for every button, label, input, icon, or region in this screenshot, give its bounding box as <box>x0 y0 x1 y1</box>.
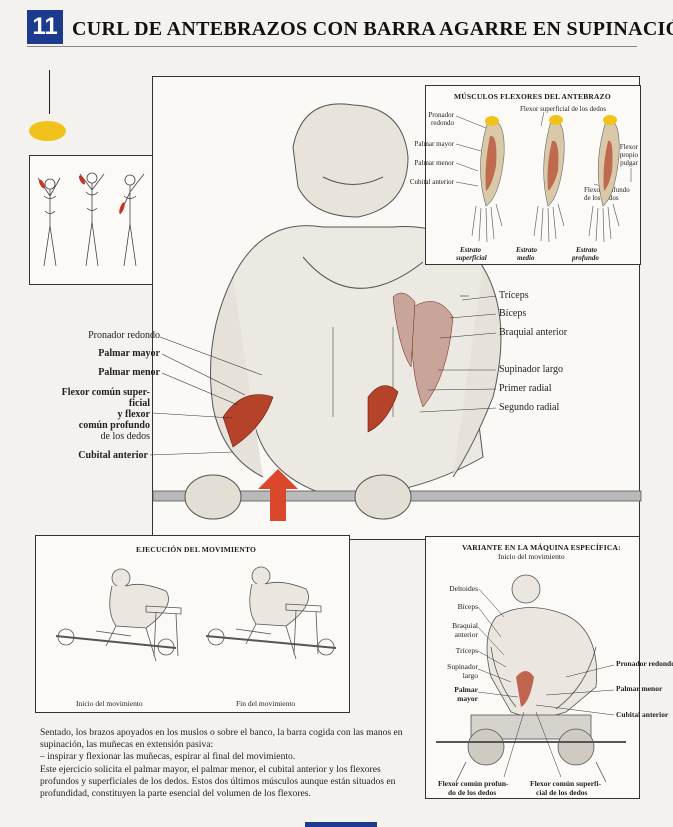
variant-triceps: Tríceps <box>455 646 478 655</box>
inset-palmar-mayor: Palmar mayor <box>414 140 454 148</box>
forearm-layers-illustration <box>455 111 632 243</box>
inset-estrato-profundo-1: Estrato <box>576 246 598 254</box>
execution-title: EJECUCIÓN DEL MOVIMIENTO <box>136 545 257 554</box>
variant-flexor-profundo-2: do de los dedos <box>448 788 497 797</box>
variant-flexor-superficial-1: Flexor común superfi- <box>530 779 602 788</box>
label-flexor-comun-5: de los dedos <box>100 431 150 442</box>
variant-machine-illustration <box>436 574 626 783</box>
variant-machine-panel: VARIANTE EN LA MÁQUINA ESPECÍFICA: Inici… <box>425 536 673 799</box>
muscle-location-panel <box>29 155 153 285</box>
title-divider <box>27 46 637 47</box>
variant-braquial-2: anterior <box>454 630 478 639</box>
variant-pronador-redondo: Pronador redondo <box>616 659 673 668</box>
label-triceps: Tríceps <box>499 290 529 301</box>
label-cubital-anterior: Cubital anterior <box>78 450 148 461</box>
inset-title: MÚSCULOS FLEXORES DEL ANTEBRAZO <box>454 92 611 101</box>
execution-panel: EJECUCIÓN DEL MOVIMIENTO Inicio del movi… <box>35 535 350 713</box>
variant-flexor-profundo-1: Flexor común profun- <box>438 779 509 788</box>
inset-flexor-propio-2: propio <box>619 151 638 159</box>
inset-flexor-superficial: Flexor superficial de los dedos <box>520 105 606 113</box>
label-primer-radial: Primer radial <box>499 383 552 394</box>
inset-pronador-1: Pronador <box>428 111 454 119</box>
movement-arrow-icon <box>258 469 298 521</box>
label-supinador-largo: Supinador largo <box>499 364 563 375</box>
variant-palmar-mayor-1: Palmar <box>454 685 478 694</box>
inset-cubital-anterior: Cubital anterior <box>409 178 454 186</box>
label-palmar-menor: Palmar menor <box>98 367 160 378</box>
inset-estrato-superficial-1: Estrato <box>460 246 482 254</box>
execution-sequence-illustration <box>55 566 337 662</box>
inset-flexor-propio-1: Flexor <box>619 143 638 151</box>
page-title: CURL DE ANTEBRAZOS CON BARRA AGARRE EN S… <box>72 18 673 40</box>
forearm-flexors-inset: MÚSCULOS FLEXORES DEL ANTEBRAZO Flexor s… <box>410 85 641 265</box>
label-flexor-comun-2: ficial <box>128 398 150 409</box>
variant-flexor-superficial-2: cial de los dedos <box>536 788 588 797</box>
athlete-forearm-curl-illustration <box>152 103 642 521</box>
label-segundo-radial: Segundo radial <box>499 402 560 413</box>
exercise-number-badge: 11 <box>27 10 63 44</box>
margin-line <box>49 70 50 114</box>
variant-supinador-2: largo <box>462 671 478 680</box>
description-breathing: – inspirar y flexionar las muñecas, espi… <box>40 751 296 763</box>
label-flexor-comun-3: y flexor <box>117 409 151 420</box>
variant-cubital-anterior: Cubital anterior <box>616 710 669 719</box>
variant-palmar-mayor-2: mayor <box>457 694 478 703</box>
inset-estrato-profundo-2: profundo <box>572 254 599 262</box>
description-muscles: Este ejercicio solicita el palmar mayor,… <box>40 763 396 800</box>
description-setup: Sentado, los brazos apoyados en los musl… <box>40 727 403 751</box>
inset-flexor-propio-3: del pulgar <box>609 159 638 167</box>
label-biceps: Bíceps <box>499 308 527 319</box>
label-palmar-mayor: Palmar mayor <box>98 348 160 359</box>
inset-palmar-menor: Palmar menor <box>414 159 454 167</box>
inset-estrato-medio-1: Estrato <box>516 246 538 254</box>
inset-estrato-superficial-2: superficial <box>456 254 487 262</box>
variant-deltoides: Deltoides <box>449 584 478 593</box>
execution-start-caption: Inicio del movimiento <box>76 699 143 708</box>
muscle-figures-illustration <box>37 172 145 267</box>
label-pronador-redondo: Pronador redondo <box>88 330 160 341</box>
execution-end-caption: Fin del movimiento <box>236 699 296 708</box>
variant-title: VARIANTE EN LA MÁQUINA ESPECÍFICA: <box>462 543 621 552</box>
label-braquial-anterior: Braquial anterior <box>499 327 568 338</box>
inset-pronador-2: redondo <box>431 119 454 127</box>
label-flexor-comun-1: Flexor común super- <box>61 387 150 398</box>
difficulty-marker-icon <box>29 121 66 141</box>
variant-supinador-1: Supinador <box>447 662 478 671</box>
variant-biceps: Bíceps <box>457 602 478 611</box>
exercise-description: Sentado, los brazos apoyados en los musl… <box>40 727 415 800</box>
label-flexor-comun-4: común profundo <box>78 420 150 431</box>
inset-estrato-medio-2: medio <box>517 254 535 262</box>
page-footer-bar <box>305 822 377 827</box>
variant-palmar-menor: Palmar menor <box>616 684 663 693</box>
variant-subtitle: Inicio del movimiento <box>498 552 565 561</box>
variant-braquial-1: Braquial <box>452 621 478 630</box>
